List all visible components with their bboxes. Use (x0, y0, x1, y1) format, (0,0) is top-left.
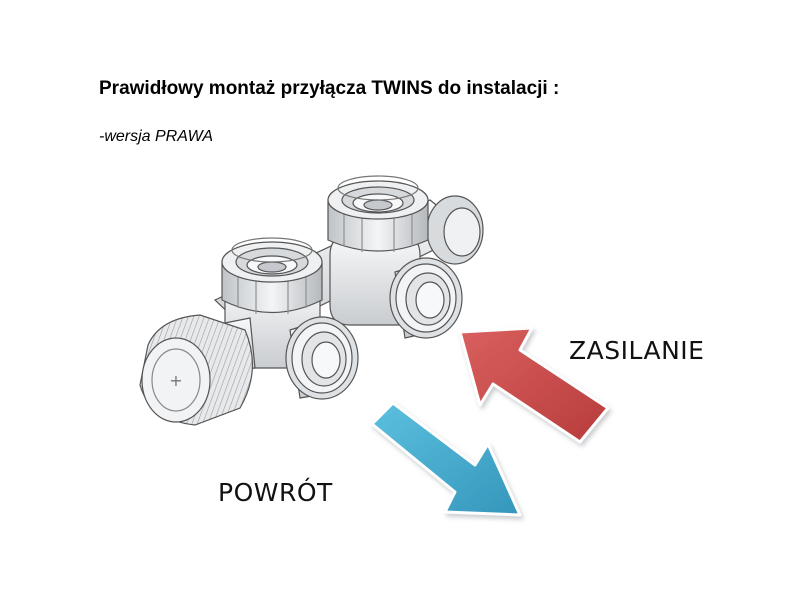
svg-text:+: + (169, 371, 182, 390)
twin-valve-connector-icon: + (139, 175, 484, 426)
rear-outlet-port (389, 257, 463, 339)
arrow-down-right-icon (370, 401, 522, 517)
page-title: Prawidłowy montaż przyłącza TWINS do ins… (99, 78, 560, 99)
page-subtitle: -wersja PRAWA (99, 128, 214, 145)
rear-union-nut (327, 175, 429, 252)
front-outlet-port (285, 316, 359, 400)
arrow-up-left-icon (458, 326, 610, 444)
return-label: POWRÓT (218, 478, 333, 507)
supply-label: ZASILANIE (569, 336, 705, 365)
shutoff-knob: + (139, 314, 253, 426)
front-union-nut (221, 237, 323, 314)
